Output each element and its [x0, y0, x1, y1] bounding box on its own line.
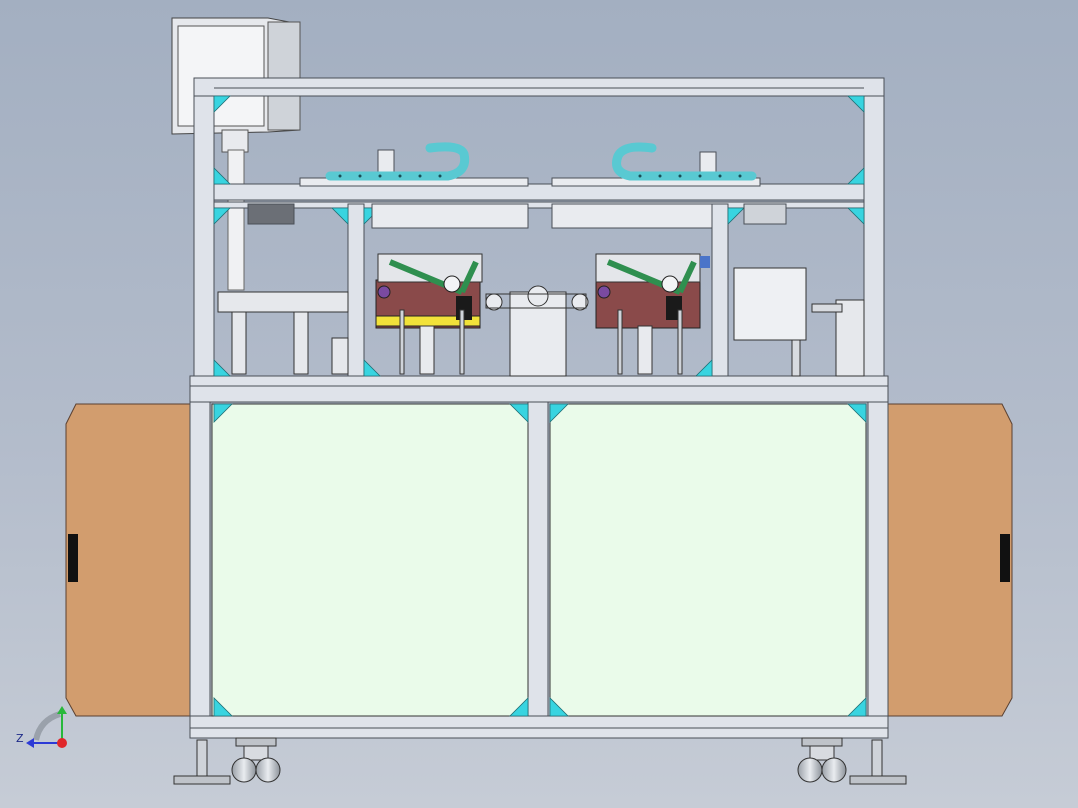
z-axis-label: Z: [16, 732, 24, 745]
monitor: [171, 17, 301, 135]
control-box: [733, 267, 865, 377]
right-side-box: [883, 403, 1013, 717]
right-door-panel[interactable]: [549, 403, 867, 717]
left-side-box-handle: [68, 534, 78, 582]
x-axis-dot: [57, 738, 67, 748]
cable-chain-links: [338, 174, 742, 178]
right-station: [595, 253, 710, 375]
axis-triad: [26, 706, 67, 748]
left-brackets: [217, 291, 349, 375]
left-door-panel[interactable]: [211, 403, 529, 717]
left-cable-chain: [325, 142, 470, 181]
center-roller-unit: [485, 285, 589, 377]
machine-frame: [189, 77, 889, 739]
left-caster: [231, 737, 281, 783]
right-cable-chain: [612, 142, 757, 181]
left-station: [375, 253, 483, 375]
right-side-box-handle: [1000, 534, 1010, 582]
gantry-plates: [247, 149, 787, 229]
right-leveling-foot: [849, 739, 907, 785]
right-caster: [797, 737, 847, 783]
left-leveling-foot: [173, 739, 231, 785]
left-side-box: [65, 403, 195, 717]
